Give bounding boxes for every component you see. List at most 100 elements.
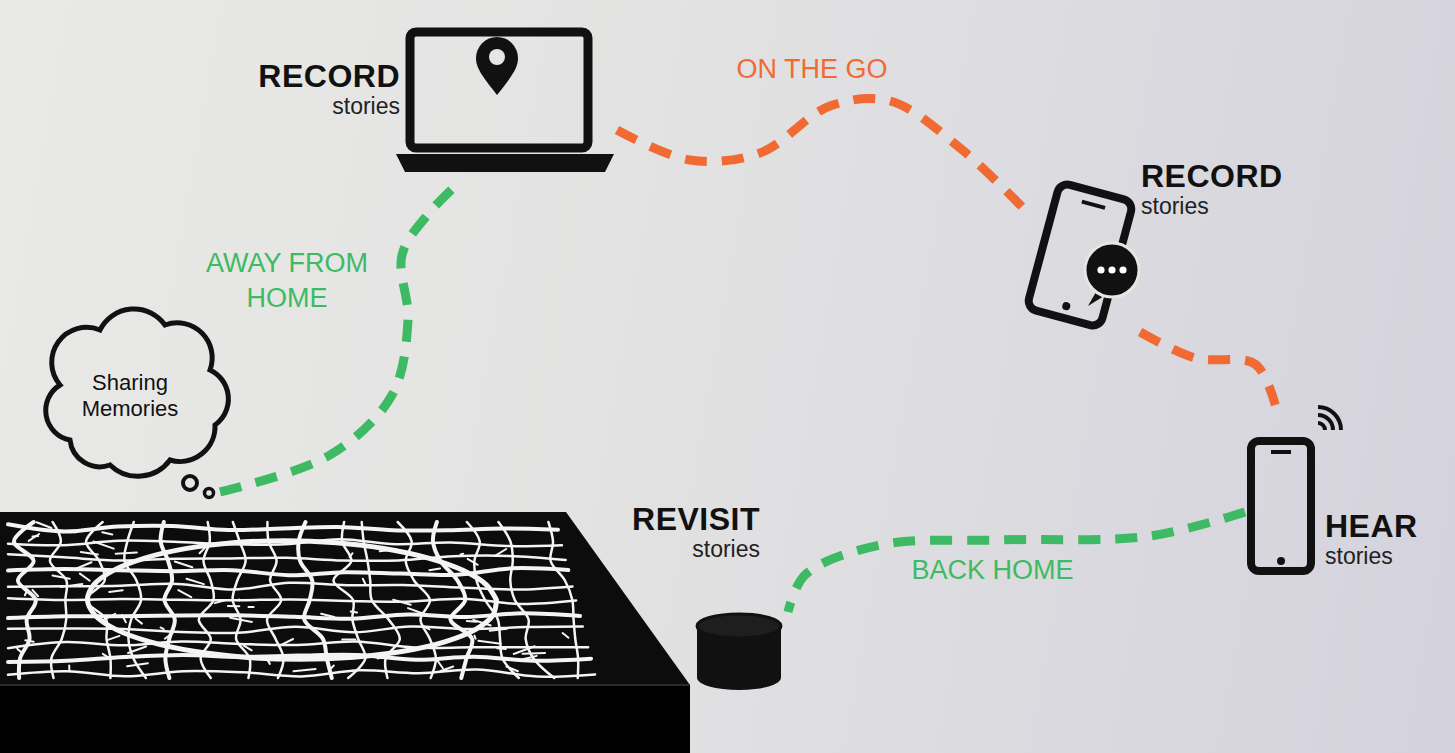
- map-road: [461, 553, 464, 556]
- map-road: [238, 600, 240, 601]
- map-road: [351, 611, 357, 612]
- laptop-screen: [410, 32, 588, 148]
- map-road: [506, 667, 517, 672]
- map-road: [57, 530, 76, 532]
- speech-dot: [1097, 266, 1104, 273]
- step-subtitle: stories: [598, 537, 760, 562]
- map-road: [438, 661, 443, 668]
- map-road: [81, 552, 98, 555]
- phone-icon: [1251, 441, 1311, 571]
- map-road: [103, 614, 115, 620]
- map-road: [228, 605, 239, 607]
- thought-dot: [205, 489, 214, 498]
- map-road: [109, 590, 123, 592]
- thought-dot: [183, 476, 197, 490]
- map-road: [25, 590, 28, 596]
- step-subtitle: stories: [1141, 194, 1311, 219]
- text-block: RECORDstories: [1141, 160, 1311, 219]
- step-title: HEAR: [1325, 510, 1420, 544]
- step-title: RECORD: [1141, 160, 1311, 194]
- wifi-symbol: [1318, 407, 1341, 430]
- map-road: [523, 656, 537, 659]
- speech-dot: [1119, 266, 1126, 273]
- map-road: [136, 619, 142, 624]
- map-road: [61, 584, 83, 587]
- dashed-path: [220, 180, 462, 492]
- map-road: [93, 542, 113, 549]
- path-label: ON THE GO: [712, 52, 912, 87]
- map-road: [350, 553, 353, 557]
- speaker-node: REVISITstories: [598, 503, 788, 693]
- step-subtitle: stories: [232, 94, 400, 119]
- map-road: [215, 600, 226, 603]
- map-road: [321, 614, 334, 617]
- map-road: [478, 641, 500, 644]
- path-label: BACK HOME: [895, 553, 1090, 588]
- map-road: [32, 590, 38, 596]
- dashed-path: [1140, 332, 1275, 405]
- laptop-node: RECORDstories: [232, 22, 617, 180]
- map-road: [8, 554, 566, 561]
- map-road: [29, 534, 39, 541]
- map-road: [8, 598, 576, 604]
- map-road: [342, 638, 355, 640]
- map-road: [8, 669, 595, 676]
- map-road: [122, 615, 126, 622]
- map-road: [178, 590, 191, 597]
- map-road: [298, 522, 332, 678]
- path-label: AWAY FROM HOME: [192, 246, 382, 316]
- map-road: [88, 541, 497, 660]
- text-block: HEARstories: [1325, 510, 1420, 569]
- map-road: [108, 636, 120, 640]
- map-road: [124, 522, 146, 678]
- map-road: [187, 579, 204, 584]
- map-road: [52, 575, 69, 578]
- phone-node: HEARstories: [1245, 405, 1424, 577]
- map-road: [498, 522, 554, 678]
- map-road: [73, 562, 92, 570]
- map-road: [423, 626, 430, 630]
- map-road: [279, 639, 293, 646]
- map-road: [165, 633, 173, 639]
- speech-bubble: [1085, 243, 1139, 297]
- map-road: [433, 522, 473, 678]
- step-title: RECORD: [232, 60, 400, 94]
- map-road: [37, 522, 52, 528]
- dashed-path: [617, 98, 1025, 209]
- map-road: [548, 522, 578, 678]
- map-road: [363, 579, 366, 585]
- text-block: REVISITstories: [598, 503, 760, 562]
- map-road: [468, 559, 478, 565]
- map-road: [102, 532, 112, 534]
- map-road: [523, 652, 545, 655]
- map-road: [393, 600, 411, 605]
- map-road: [474, 636, 475, 639]
- table-edge: [0, 684, 690, 686]
- map-road: [14, 522, 36, 678]
- map-road: [128, 647, 146, 653]
- map-road: [331, 665, 334, 668]
- map-road: [50, 522, 67, 678]
- map-road: [495, 549, 506, 556]
- map-road: [497, 647, 506, 650]
- map-road: [103, 654, 111, 659]
- map-roads: [8, 522, 595, 678]
- thought-cloud: [46, 309, 229, 476]
- map-road: [490, 629, 507, 631]
- map-road: [249, 606, 254, 608]
- text-block: RECORDstories: [232, 60, 400, 119]
- map-road: [514, 646, 535, 654]
- map-road: [408, 608, 428, 615]
- map-road: [32, 535, 38, 538]
- table-top: [0, 512, 690, 685]
- step-subtitle: stories: [1325, 544, 1420, 569]
- map-road: [294, 669, 316, 671]
- map-road: [8, 626, 583, 633]
- step-title: REVISIT: [598, 503, 760, 537]
- map-road: [127, 663, 148, 666]
- map-road: [175, 562, 193, 568]
- map-road: [398, 522, 436, 678]
- phone-node: RECORDstories: [1025, 160, 1315, 332]
- map-road: [161, 522, 175, 678]
